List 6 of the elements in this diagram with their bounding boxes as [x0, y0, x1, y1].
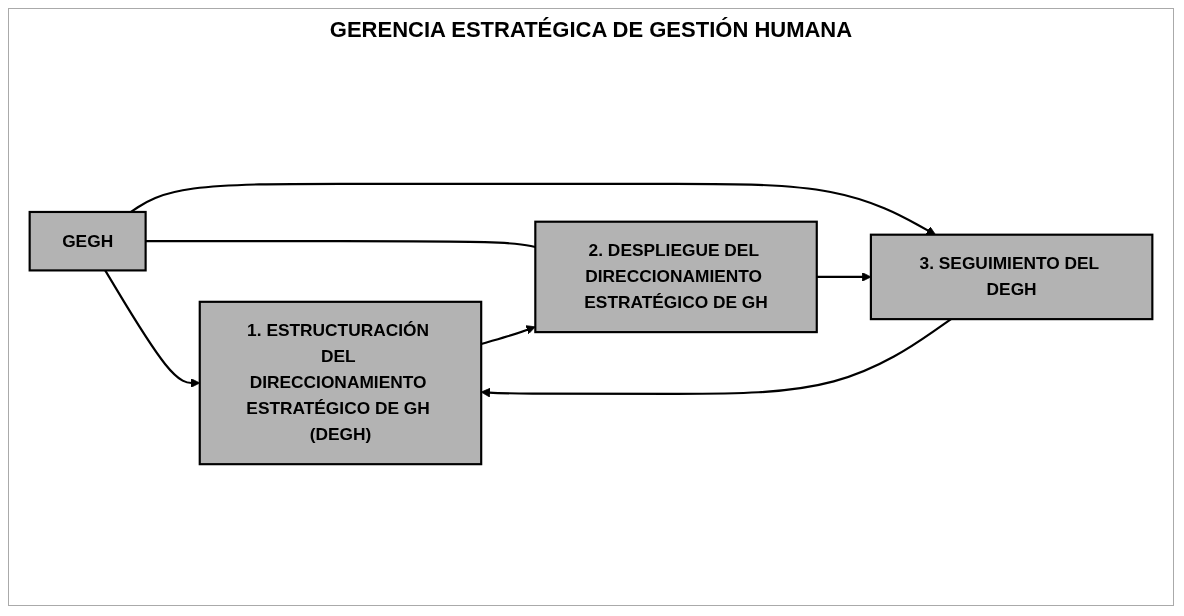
node-box: 2. DESPLIEGUE DEL DIRECCIONAMIENTO ESTRATÉGICO DE GH [534, 220, 818, 334]
node-box: 1. ESTRUCTURACIÓN DEL DIRECCIONAMIENTO ESTRATÉGICO DE GH (DEGH) [198, 300, 483, 466]
connector [145, 240, 536, 248]
node-box: 3. SEGUIMIENTO DEL DEGH [869, 233, 1154, 321]
node-box: GEGH [28, 210, 147, 272]
diagram-title: GERENCIA ESTRATÉGICA DE GESTIÓN HUMANA [329, 17, 853, 43]
